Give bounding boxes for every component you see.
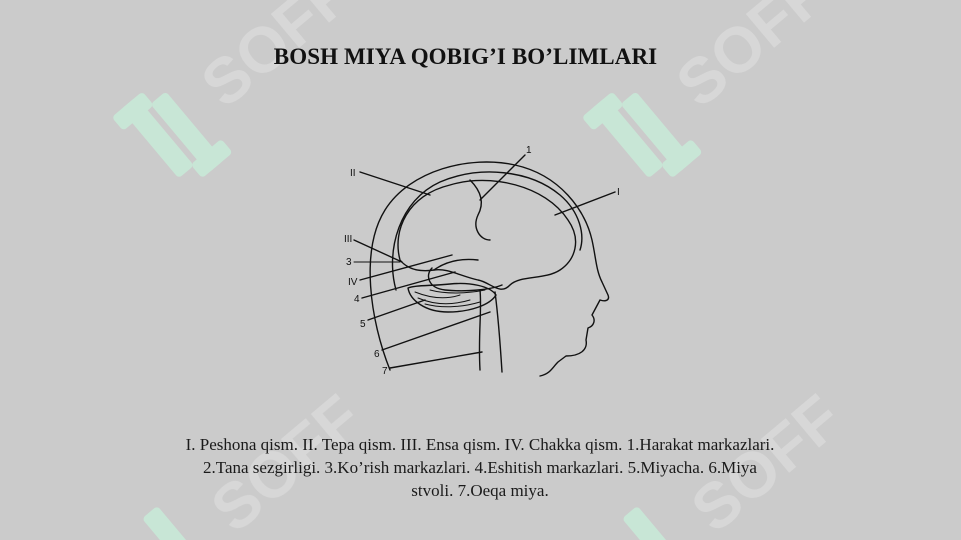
label-I: I (617, 187, 620, 198)
cerebrum-outline (397, 179, 577, 290)
label-3: 3 (346, 257, 352, 268)
sulcus (469, 179, 491, 241)
label-6: 6 (374, 349, 380, 360)
skull-inner (391, 171, 583, 291)
label-II: II (350, 168, 356, 179)
label-1: 1 (526, 145, 532, 156)
sulcus (433, 258, 479, 271)
label-5: 5 (360, 319, 366, 330)
slide-title: BOSH MIYA QOBIG’I BO’LIMLARI (273, 44, 658, 69)
brain-diagram: II 1 I III 3 IV 4 5 6 7 (344, 145, 620, 377)
brain-stem (478, 289, 482, 371)
label-7: 7 (382, 366, 388, 377)
label-III: III (344, 234, 352, 245)
spinal-cord (494, 291, 503, 373)
cerebellum-outline (407, 282, 497, 313)
label-4: 4 (354, 294, 360, 305)
figure-caption: I. Peshona qism. II. Tepa qism. III. Ens… (185, 435, 775, 500)
temporal-lobe (427, 267, 503, 292)
label-IV: IV (348, 277, 358, 288)
head-outline (369, 161, 610, 377)
